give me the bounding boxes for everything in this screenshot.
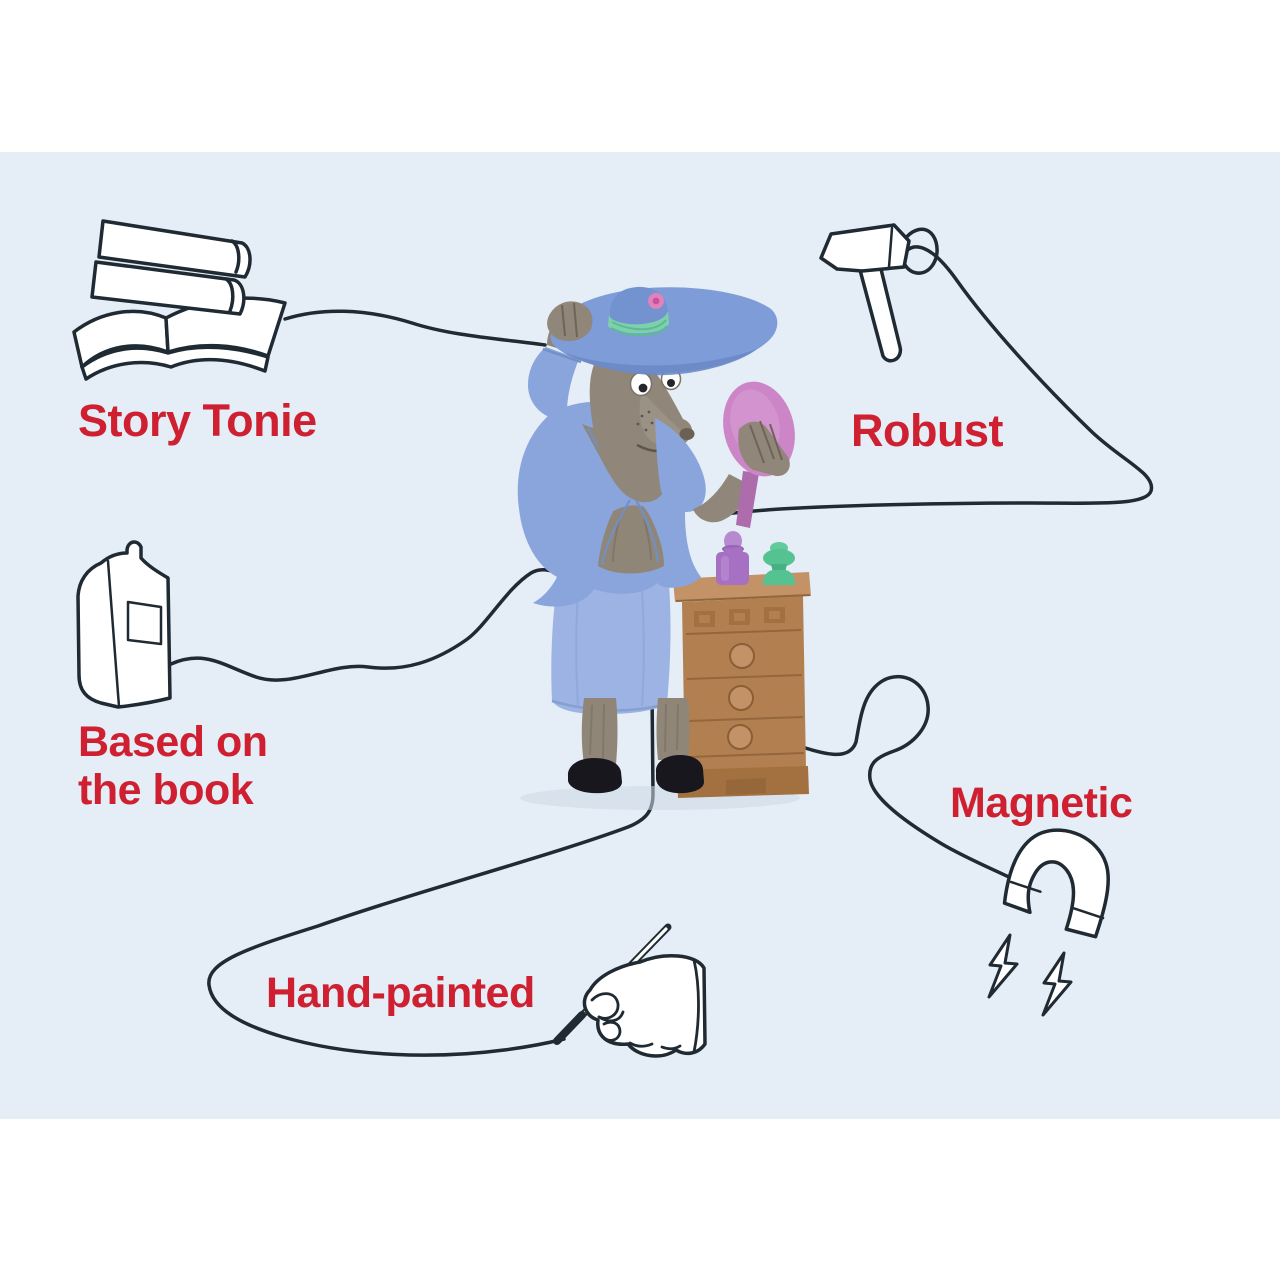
hand-paintbrush-icon [553,923,707,1058]
wolf-paw-on-mirror [738,420,790,477]
tonie-wolf-figure [517,286,811,810]
sun-hat [550,286,778,376]
connector-line-books [283,309,547,347]
connector-line-hand [207,688,655,1057]
perfume-bottle [716,531,749,585]
left-shoe [567,758,622,794]
right-shoe [655,755,704,794]
connector-lines [169,227,1154,1057]
book-stack-icon [72,219,287,381]
lightning-bolts-icon [987,933,1073,1017]
connector-line-magnet [791,674,1015,881]
perfume-atomizer [763,542,795,585]
feature-label-hand-painted: Hand-painted [266,969,535,1017]
book-icon [76,540,172,709]
magnet-icon [987,828,1110,1017]
connector-line-hammer [700,227,1154,519]
feature-label-robust: Robust [851,405,1003,456]
wolf-eye-left [629,371,653,397]
feature-label-story-tonie: Story Tonie [78,395,317,446]
wolf-nose [679,428,695,440]
dresser [673,572,811,798]
connector-line-book [169,567,591,682]
wolf-legs [567,698,704,794]
wolf-paw-on-hat [547,301,593,342]
hammer-icon [819,223,911,363]
feature-label-based-on-book: Based on the book [78,718,268,815]
wolf-right-arm [655,418,754,523]
feature-label-magnetic: Magnetic [950,779,1133,827]
